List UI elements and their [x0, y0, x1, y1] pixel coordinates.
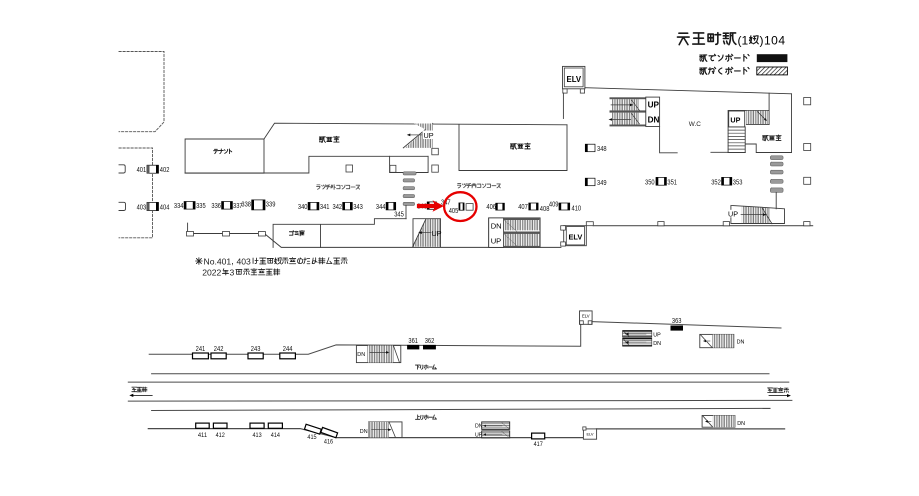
svg-text:417: 417: [534, 441, 544, 448]
svg-text:3: 3: [230, 267, 235, 277]
svg-text:DN: DN: [648, 116, 660, 125]
svg-text:416: 416: [324, 438, 334, 445]
svg-text:341: 341: [320, 202, 330, 211]
svg-text:241: 241: [196, 346, 206, 353]
svg-text:DN: DN: [491, 222, 502, 231]
svg-text:409: 409: [549, 200, 559, 209]
svg-text:363: 363: [672, 318, 682, 325]
svg-text:ELV: ELV: [567, 75, 582, 84]
svg-text:403: 403: [137, 203, 147, 212]
svg-text:DN: DN: [357, 352, 365, 358]
svg-text:412: 412: [216, 432, 226, 439]
svg-text:414: 414: [271, 432, 281, 439]
svg-text:2022: 2022: [202, 267, 221, 277]
svg-text:)104: )104: [760, 34, 786, 48]
svg-text:243: 243: [251, 346, 261, 353]
svg-text:DN: DN: [475, 424, 483, 430]
svg-text:361: 361: [408, 338, 418, 345]
svg-text:,: ,: [231, 256, 234, 266]
svg-text:410: 410: [572, 203, 582, 212]
svg-text:335: 335: [196, 201, 206, 210]
svg-text:UP: UP: [648, 101, 660, 110]
svg-text:403: 403: [237, 257, 252, 267]
svg-text:ELV: ELV: [582, 314, 590, 319]
svg-text:407: 407: [518, 202, 528, 211]
svg-text:408: 408: [540, 204, 550, 213]
svg-text:UP: UP: [730, 115, 740, 124]
svg-text:DN: DN: [653, 341, 661, 347]
svg-text:349: 349: [597, 178, 607, 187]
svg-text:353: 353: [733, 177, 743, 186]
svg-text:DN: DN: [737, 421, 745, 427]
svg-text:ELV: ELV: [586, 431, 593, 436]
svg-text:(1: (1: [738, 34, 749, 48]
svg-text:405: 405: [449, 206, 459, 215]
svg-text:242: 242: [214, 346, 224, 353]
svg-text:DN: DN: [360, 429, 368, 435]
svg-text:334: 334: [174, 201, 184, 210]
svg-text:362: 362: [425, 338, 435, 345]
svg-text:UP: UP: [432, 229, 442, 238]
svg-text:352: 352: [711, 177, 721, 186]
svg-text:244: 244: [283, 346, 293, 353]
svg-text:351: 351: [667, 177, 677, 186]
svg-text:UP: UP: [424, 131, 434, 140]
svg-text:UP: UP: [491, 236, 502, 245]
svg-text:402: 402: [160, 165, 170, 174]
svg-text:348: 348: [597, 144, 607, 153]
svg-text:UP: UP: [653, 333, 661, 339]
svg-text:336: 336: [211, 201, 221, 210]
svg-text:344: 344: [376, 202, 386, 211]
svg-text:411: 411: [198, 432, 208, 439]
svg-text:342: 342: [333, 202, 343, 211]
svg-text:340: 340: [298, 202, 308, 211]
svg-text:413: 413: [252, 432, 262, 439]
svg-text:337: 337: [233, 201, 243, 210]
svg-text:350: 350: [645, 177, 655, 186]
svg-text:406: 406: [486, 202, 496, 211]
svg-text:345: 345: [394, 209, 404, 218]
svg-text:UP: UP: [728, 210, 738, 219]
svg-text:ELV: ELV: [568, 232, 582, 241]
svg-text:404: 404: [160, 203, 170, 212]
svg-text:343: 343: [353, 202, 363, 211]
svg-text:W.C: W.C: [689, 121, 701, 128]
svg-text:338: 338: [241, 200, 251, 209]
svg-text:UP: UP: [475, 433, 483, 439]
svg-text:339: 339: [266, 200, 276, 209]
svg-text:DN: DN: [737, 340, 745, 346]
svg-text:401: 401: [137, 165, 147, 174]
svg-text:No.401: No.401: [204, 257, 232, 267]
svg-text:415: 415: [307, 434, 317, 441]
